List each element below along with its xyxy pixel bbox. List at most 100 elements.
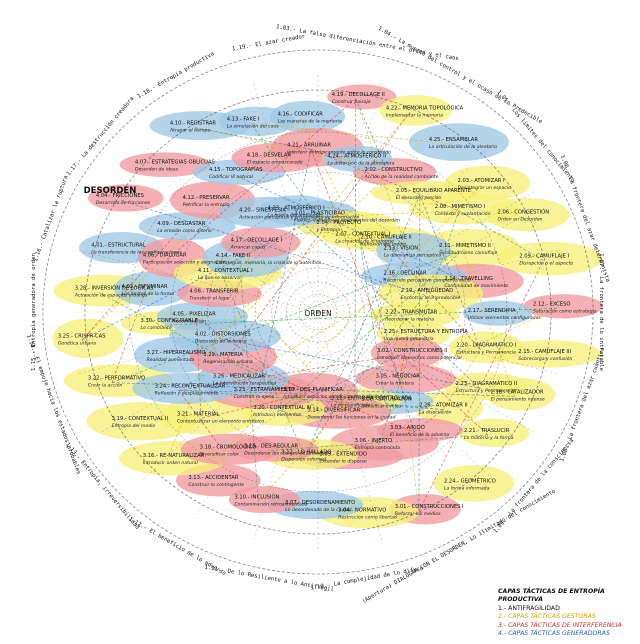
node-text: Lo no planificado [331,403,370,409]
radial-line [317,104,444,313]
legend: CAPAS TÁCTICAS DE ENTROPÍA PRODUCTIVA 1.… [498,588,638,638]
node-text: Lo desordenado de la ciudad [285,507,352,513]
radial-line [192,104,319,313]
legend-item-3: 3.- CAPAS TÁCTICAS DE INTERFERENCIA [498,621,622,629]
node-text: Estructura y Permanencia [456,388,516,394]
connection-line [196,318,202,419]
connection-line [111,290,146,383]
node-text: La disociación [419,409,451,416]
radial-line [253,80,319,313]
node-text: Regeneración urbana [203,358,253,365]
node-text: La materia y la forma [464,435,514,441]
node-text: Similitud como camuflaje [439,250,497,256]
connection-line [399,335,409,381]
connection-line [354,98,357,403]
connection-line [232,173,469,284]
node-text: Desordenar los códigos de la ciudad [244,450,328,457]
connection-line [223,393,308,452]
connection-line [400,354,480,389]
node-text: Disrupción o el aspecto [519,260,573,267]
outer-phrase: 1.19.- El azar creador [232,34,307,53]
node-text: Crear la frontera [376,381,414,387]
node-text: Densificar límites [361,403,402,410]
node-title: 3.22.- PERFORMATIVO [88,376,145,382]
connection-line [227,112,411,359]
node: 4.11.- CONTEXTUAL ILo que se observa [198,268,253,281]
node-text: Construir lo contingente [188,482,244,488]
node-text: Atrapar el tiempo [169,128,211,134]
node-title: 4.02.- DISTORSIONES [195,331,251,337]
node-title: 3.04.- NORMATIVO [338,508,386,514]
node-title: 4.13.- FAKE I [227,116,260,122]
node-text: Implementar la memoria [386,112,443,118]
node-title: 4.16.- CODIFICAR [278,112,324,118]
legend-item-4: 4.- CAPAS TÁCTICAS GENERADORAS [498,630,610,638]
connection-line [359,238,415,433]
concentric-ring [128,131,508,493]
node-title: 2.14.- TRAVELLING [444,276,493,282]
connection-line [310,148,459,212]
radial-line [317,191,535,313]
node-title: 2.08.- MIMETISMO I [435,204,486,210]
node-text: Entropía controlada [355,444,401,451]
node-title: 3.28.- INVERSIÓN DE LÓGICAS [75,285,154,292]
node-title: 4.17.- DECOLLAGE I [231,238,283,244]
node-title: 2.26.- ATOMIZAR II [419,403,468,409]
radial-line [192,311,319,520]
node-text: Acción de la realidad cambiante [364,173,439,180]
node-text: Entropía del medio [112,422,156,429]
connection-line [98,292,332,415]
node-text: Desordenar las funciones en la ciudad [307,414,395,420]
radial-line [76,311,319,375]
connection-line [355,98,408,253]
node-title: 4.03.- DIFUMINAR [122,284,168,290]
node-text: Participación selección y asignación [143,259,226,266]
node-text: Contexto y suplantación [435,210,491,217]
node-text: Las maneras de la memoria [278,119,342,125]
node-title: 2.07.- CONTEXTUAL I [335,231,390,237]
connection-line [277,354,402,413]
node-blob [449,331,524,364]
node-text: Extender lo disperso [320,459,367,465]
node-title: 3.21.- MATERIAL [177,411,219,417]
connection-line [384,241,481,350]
node-text: Activación perceptual y cruzamiento de i… [238,214,359,221]
node-title: 4.11.- CONTEXTUAL I [198,268,253,274]
node-title: 4.14.- FAKE II [216,253,251,259]
node-title: 2.24.- GEOMÉTRICO [444,476,496,484]
node-text: El pensamiento intenso [491,396,545,402]
node-text: Fluidez, estructuras emergentes del deso… [294,217,400,223]
node-text: Estructura y Permanencia [456,349,516,355]
radial-line [317,249,560,313]
connection-line [301,118,360,239]
connection-line [200,393,308,419]
node-title: 3.15.- DES-REGULAR [244,444,298,450]
node-title: 4.19.- DECOLLAGE II [332,92,386,98]
node-text: La erosión como diseño [157,227,212,234]
node-title: 3.30.- CONFIGURABLE [140,318,197,324]
radial-line [317,80,383,313]
node-title: 4.01.- ESTRUCTURAL [91,243,145,249]
connection-line [418,194,421,512]
outer-phrase: 1.11.- De lo Resiliente a lo Antifrágil [204,564,335,594]
